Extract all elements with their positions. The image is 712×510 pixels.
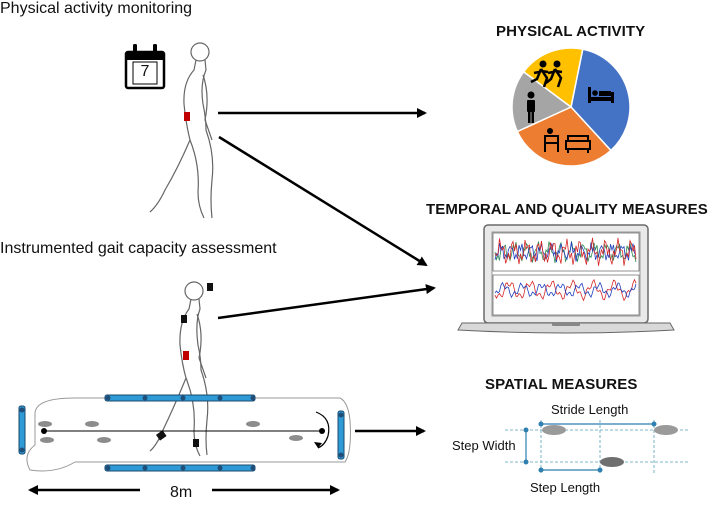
temporal-quality-heading: TEMPORAL AND QUALITY MEASURES — [426, 201, 708, 218]
signal-trace-top-blue — [494, 242, 637, 263]
walkway-track — [26, 397, 351, 472]
step-width-label: Step Width — [452, 438, 516, 453]
stride-length-label: Stride Length — [551, 402, 629, 417]
walkway-distance-label: 8m — [170, 484, 193, 501]
head-sensor — [207, 283, 213, 291]
waist-sensor-top — [184, 112, 190, 121]
woman-figure-top — [149, 42, 214, 219]
footprints — [38, 421, 303, 443]
spatial-measures-heading: SPATIAL MEASURES — [485, 376, 638, 393]
wrist-sensor — [181, 315, 187, 323]
step-length-label: Step Length — [530, 480, 601, 495]
woman-figure-bottom — [149, 281, 209, 457]
desk-sofa-icon — [544, 128, 591, 153]
gait-signal-plots — [494, 237, 637, 302]
arrow-top-to-laptop — [218, 135, 428, 267]
signal-trace-top-red — [494, 237, 637, 266]
waist-sensor-bottom — [183, 351, 189, 360]
walkway-blue-bars — [18, 394, 345, 472]
calendar-icon — [124, 44, 166, 90]
ankle-sensor-right — [193, 439, 199, 447]
walkway-markers — [19, 395, 344, 471]
spatial-measures-diagram — [505, 420, 690, 475]
arrow-bottom-to-laptop — [217, 284, 436, 320]
signal-trace-bottom-blue — [494, 281, 637, 299]
pie-slice-standing — [511, 70, 573, 133]
assessment-section-title: Instrumented gait capacity assessment — [0, 240, 277, 257]
calendar-day: 7 — [140, 63, 150, 80]
standing-person-icon — [527, 91, 535, 123]
laptop-icon — [457, 224, 675, 334]
pie-slice-walking-running — [522, 47, 584, 109]
physical-activity-heading: PHYSICAL ACTIVITY — [496, 23, 646, 40]
bed-person-icon — [588, 87, 614, 103]
ankle-sensor-left — [156, 430, 167, 441]
running-people-icon — [530, 60, 563, 88]
monitoring-section-title: Physical activity monitoring — [0, 0, 193, 17]
